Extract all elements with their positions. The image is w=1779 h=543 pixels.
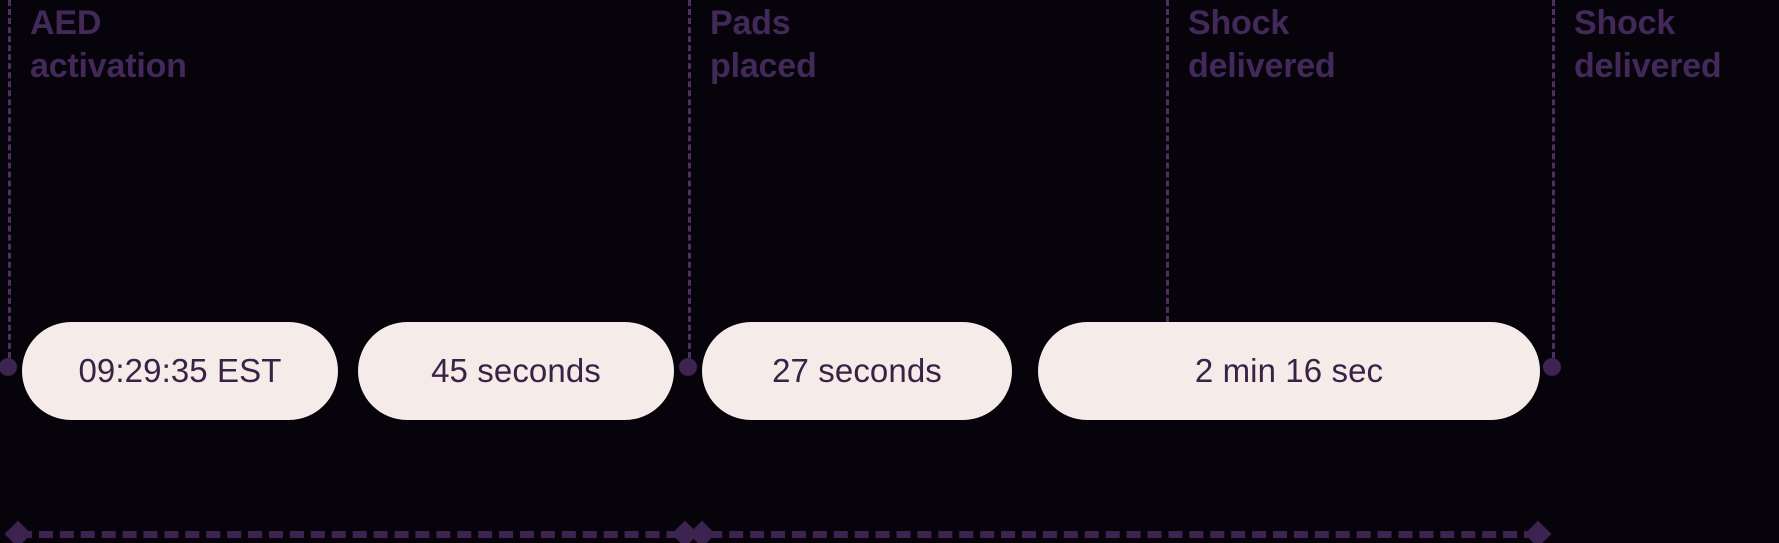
duration-pill-2[interactable]: 45 seconds xyxy=(358,322,674,420)
axis-dashed-line xyxy=(18,531,1538,538)
event-label-3: Shock delivered xyxy=(1188,2,1336,88)
event-label-line1: Pads xyxy=(710,4,791,42)
duration-pill-label: 09:29:35 EST xyxy=(78,352,282,389)
duration-pill-1[interactable]: 09:29:35 EST xyxy=(22,322,338,420)
duration-pill-label: 45 seconds xyxy=(431,352,601,389)
event-label-line1: AED xyxy=(30,4,102,42)
axis-diamond-1 xyxy=(4,520,32,543)
event-label-line1: Shock xyxy=(1188,4,1290,42)
event-label-line2: placed xyxy=(710,46,817,85)
event-label-1: AED activation xyxy=(30,2,187,88)
event-label-line2: activation xyxy=(30,46,187,85)
event-label-line2: delivered xyxy=(1188,46,1336,85)
event-label-line2: delivered xyxy=(1574,46,1722,85)
event-line-4 xyxy=(1552,0,1555,367)
event-dot-2 xyxy=(679,358,697,376)
event-line-2 xyxy=(688,0,691,367)
duration-pill-3[interactable]: 27 seconds xyxy=(702,322,1012,420)
event-label-line1: Shock xyxy=(1574,4,1676,42)
duration-pill-4[interactable]: 2 min 16 sec xyxy=(1038,322,1540,420)
event-dot-4 xyxy=(1543,358,1561,376)
event-label-2: Pads placed xyxy=(710,2,817,88)
event-label-4: Shock delivered xyxy=(1574,2,1722,88)
axis-diamond-4 xyxy=(1524,520,1552,543)
event-line-1 xyxy=(8,0,11,367)
event-line-3 xyxy=(1166,0,1169,367)
duration-pill-label: 27 seconds xyxy=(772,352,942,389)
duration-pill-label: 2 min 16 sec xyxy=(1194,352,1384,389)
event-dot-1 xyxy=(0,358,17,376)
